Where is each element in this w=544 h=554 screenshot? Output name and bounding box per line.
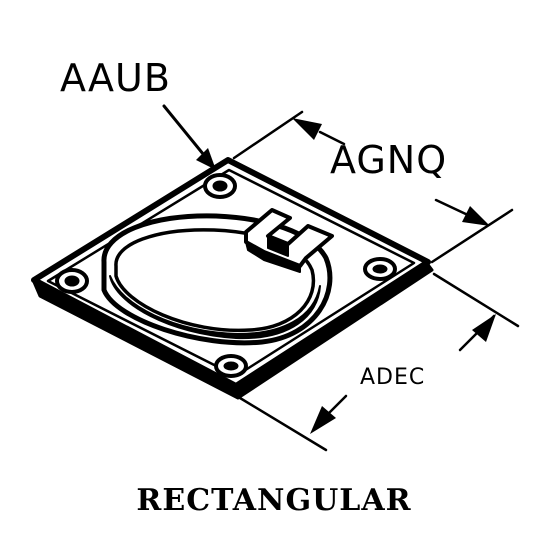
mounting-hole-right xyxy=(363,257,397,281)
mounting-hole-top xyxy=(203,173,237,199)
hinge-tab-slot xyxy=(267,235,289,257)
recess-inner-edge xyxy=(114,228,316,333)
hinge-tab xyxy=(244,208,334,273)
hole-dim-label: AAUB xyxy=(60,56,171,100)
width-dim-arrow-start xyxy=(292,118,322,140)
length-dim-lines xyxy=(238,272,520,452)
width-dim-lines xyxy=(232,110,514,264)
length-dim-arrow-end xyxy=(310,406,336,434)
mounting-hole-left xyxy=(55,268,89,294)
hinge-tab-shade xyxy=(245,241,301,273)
mounting-hole-bottom xyxy=(214,354,248,378)
mounting-holes xyxy=(55,173,397,378)
hole-dim-arrowhead xyxy=(196,148,216,170)
shape-caption: RECTANGULAR xyxy=(136,483,411,518)
hole-dim-leader xyxy=(162,104,216,170)
recess-floor-shadow xyxy=(109,275,321,340)
length-dim-label: ADEC xyxy=(360,365,425,390)
width-dim-label: AGNQ xyxy=(330,138,447,182)
plate-rim-edge xyxy=(46,168,416,378)
width-dim-arrow-end xyxy=(462,206,490,226)
length-dim-arrow-start xyxy=(472,314,496,342)
